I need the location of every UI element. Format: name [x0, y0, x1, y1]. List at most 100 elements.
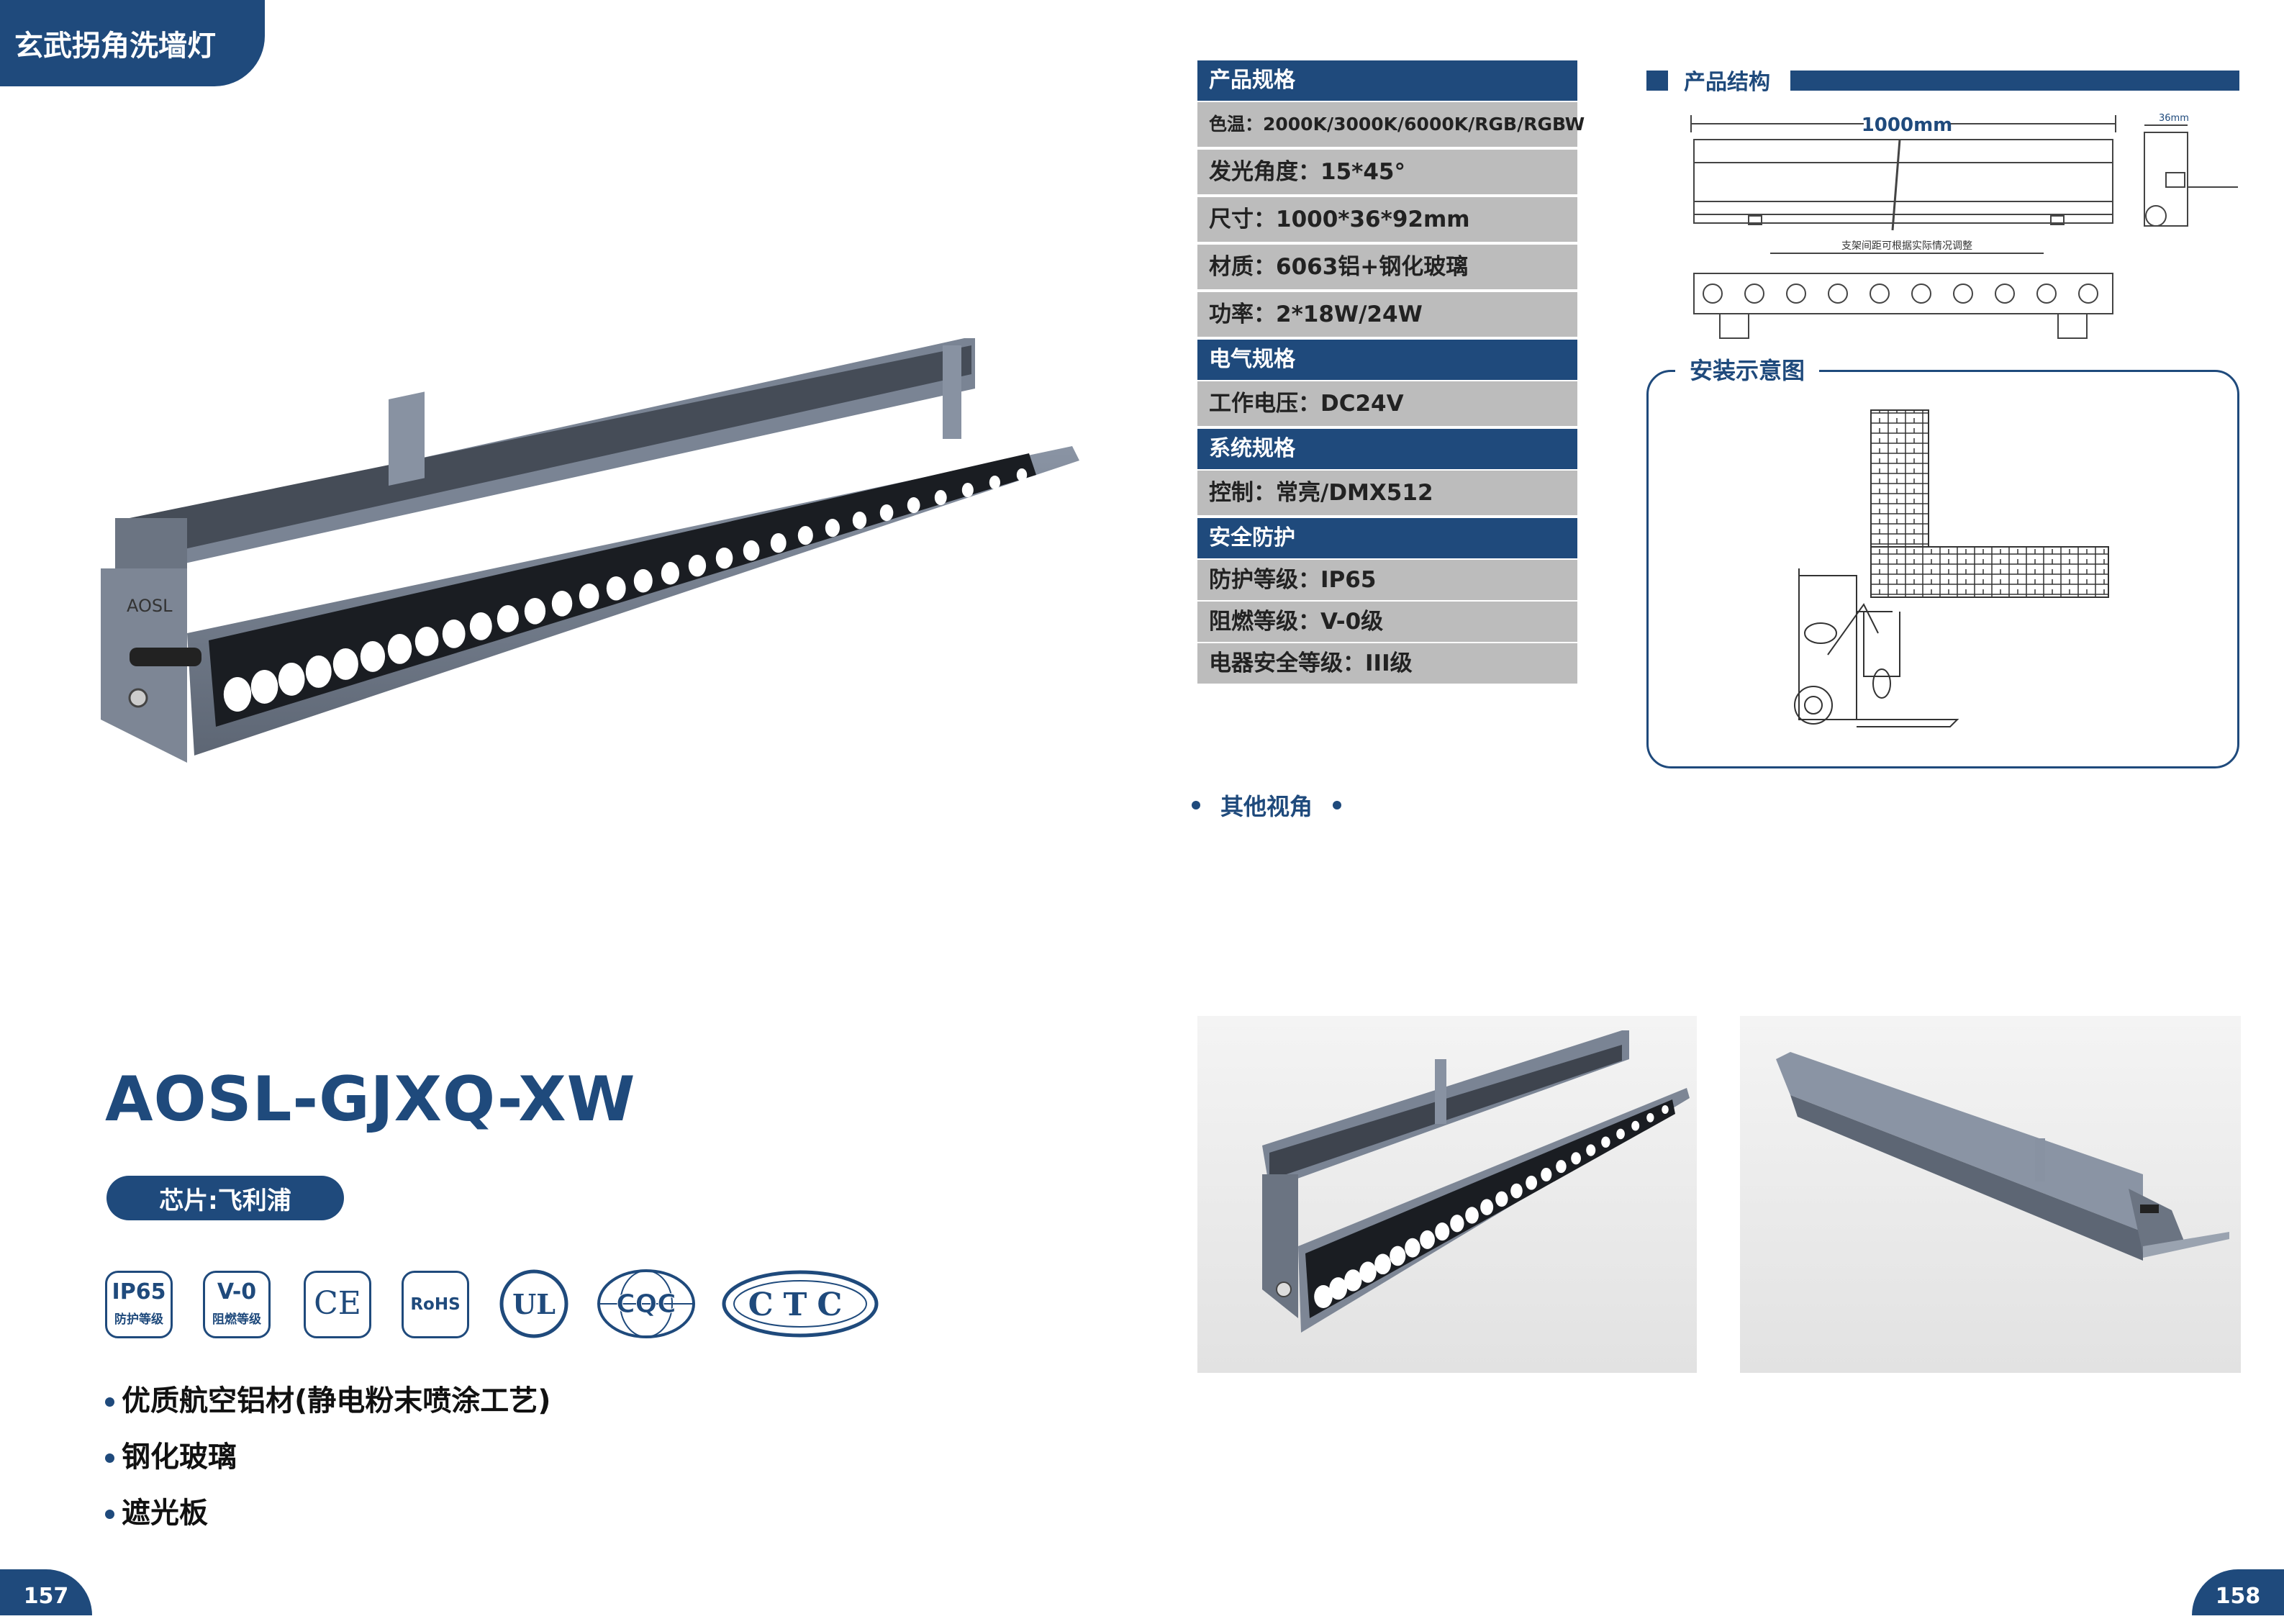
lens-circle	[2036, 283, 2057, 304]
fixture-body	[1798, 568, 1857, 720]
ce-badge: CE	[304, 1271, 371, 1338]
led-lens	[1465, 1207, 1479, 1224]
led-lens	[879, 504, 894, 522]
install-diagram-box	[1646, 370, 2239, 768]
bullet-dot	[1192, 801, 1200, 809]
section-title: 玄武拐角洗墙灯	[14, 30, 216, 63]
led-lens	[743, 540, 760, 561]
led-lens	[961, 483, 974, 498]
led-lens	[1601, 1136, 1610, 1148]
brand-logo: AOSL	[127, 596, 173, 616]
led-lens	[633, 569, 653, 593]
led-lens	[661, 562, 679, 585]
led-lens	[579, 584, 599, 609]
v0-subtext: 阻燃等级	[212, 1312, 261, 1327]
led-lens	[1556, 1160, 1567, 1174]
rohs-text: RoHS	[410, 1295, 461, 1314]
feature-item: 遮光板	[105, 1495, 551, 1551]
led-lens	[332, 648, 358, 680]
led-lens	[278, 663, 305, 696]
ce-text: CE	[314, 1285, 361, 1322]
led-lens	[797, 526, 813, 545]
led-lens	[1631, 1120, 1640, 1131]
led-lens	[989, 476, 1001, 490]
feature-item: 钢化玻璃	[105, 1439, 551, 1495]
other-views-text: 其他视角	[1220, 793, 1313, 820]
lens-circle	[1828, 283, 1848, 304]
led-lens	[1374, 1253, 1392, 1275]
spec-control: 控制：常亮/DMX512	[1197, 471, 1577, 515]
bullet-dot	[105, 1453, 114, 1463]
lens-circle	[1953, 283, 1973, 304]
led-lens	[469, 612, 492, 640]
spec-voltage: 工作电压：DC24V	[1197, 381, 1577, 426]
section-title-tab: 玄武拐角洗墙灯	[0, 0, 265, 86]
feature-text: 遮光板	[122, 1497, 208, 1530]
spec-ip-rating: 防护等级：IP65	[1197, 560, 1577, 600]
led-lens	[1541, 1167, 1552, 1181]
led-lens	[1314, 1285, 1333, 1308]
led-lens	[1405, 1238, 1420, 1258]
bullet-dot	[105, 1397, 114, 1407]
width-label: 36mm	[2159, 113, 2189, 124]
led-lens	[1526, 1175, 1538, 1190]
rohs-badge: RoHS	[402, 1271, 469, 1338]
install-title: 安装示意图	[1675, 353, 1820, 386]
chip-badge: 芯片:飞利浦	[107, 1176, 344, 1220]
bracket	[389, 391, 425, 486]
ul-text: UL	[512, 1288, 556, 1320]
v0-badge: V-0 阻燃等级	[203, 1271, 271, 1338]
spec-size: 尺寸：1000*36*92mm	[1197, 197, 1577, 242]
led-lenses	[223, 468, 1028, 712]
lens-circle	[1870, 283, 1890, 304]
ul-logo: UL	[499, 1269, 568, 1338]
bullet-dot	[1333, 801, 1342, 809]
led-lens	[1510, 1183, 1523, 1199]
model-name: AOSL-GJXQ-XW	[105, 1063, 636, 1135]
lens-circles	[1703, 283, 2098, 304]
led-lens	[497, 605, 519, 632]
led-lens	[1359, 1261, 1377, 1283]
led-lens	[1495, 1191, 1508, 1207]
led-lens	[934, 490, 947, 506]
led-lens	[1586, 1144, 1596, 1156]
ip65-badge: IP65 防护等级	[105, 1271, 173, 1338]
spec-heading-system: 系统规格	[1197, 429, 1577, 469]
lens-circle	[1995, 283, 2015, 304]
side-view-outline	[1693, 139, 2113, 224]
spec-table: 产品规格 色温：2000K/3000K/6000K/RGB/RGBW 发光角度：…	[1197, 60, 1585, 685]
led-lens	[688, 555, 707, 577]
led-lens	[1450, 1215, 1464, 1233]
ip65-subtext: 防护等级	[114, 1312, 163, 1327]
install-drawing	[1794, 409, 2109, 727]
structure-drawing: 1000mm 支架间距可根据实际情况调整 36mm	[1690, 109, 2238, 339]
lens-circle	[1911, 283, 1931, 304]
bracket	[943, 345, 961, 439]
led-lens	[715, 548, 733, 569]
screw-icon	[128, 688, 148, 708]
led-lens	[1329, 1277, 1348, 1300]
chip-text: 芯片:飞利浦	[159, 1186, 291, 1215]
lens-circle	[1786, 283, 1806, 304]
spec-beam-angle: 发光角度：15*45°	[1197, 150, 1577, 194]
spec-heading-product: 产品规格	[1197, 60, 1577, 101]
cable	[130, 648, 201, 666]
front-view-outline	[1693, 273, 2113, 314]
led-lens	[387, 634, 412, 664]
cqc-logo: CQC	[597, 1269, 695, 1338]
led-lens	[250, 670, 278, 704]
led-lens	[414, 627, 439, 656]
led-lens	[606, 576, 626, 601]
fixture-end-cap	[1794, 686, 1833, 725]
spec-flame-rating: 阻燃等级：V-0级	[1197, 602, 1577, 642]
structure-title: 产品结构	[1684, 70, 1770, 95]
spec-heading-electrical: 电气规格	[1197, 340, 1577, 380]
led-lens	[1016, 468, 1028, 481]
feature-text: 优质航空铝材(静电粉末喷涂工艺)	[122, 1384, 551, 1417]
v0-text: V-0	[217, 1279, 257, 1305]
lens-circle	[2078, 283, 2098, 304]
led-lens	[524, 598, 546, 625]
feature-item: 优质航空铝材(静电粉末喷涂工艺)	[105, 1383, 551, 1439]
ctc-text: CTC	[748, 1287, 853, 1323]
spec-power: 功率：2*18W/24W	[1197, 292, 1577, 337]
